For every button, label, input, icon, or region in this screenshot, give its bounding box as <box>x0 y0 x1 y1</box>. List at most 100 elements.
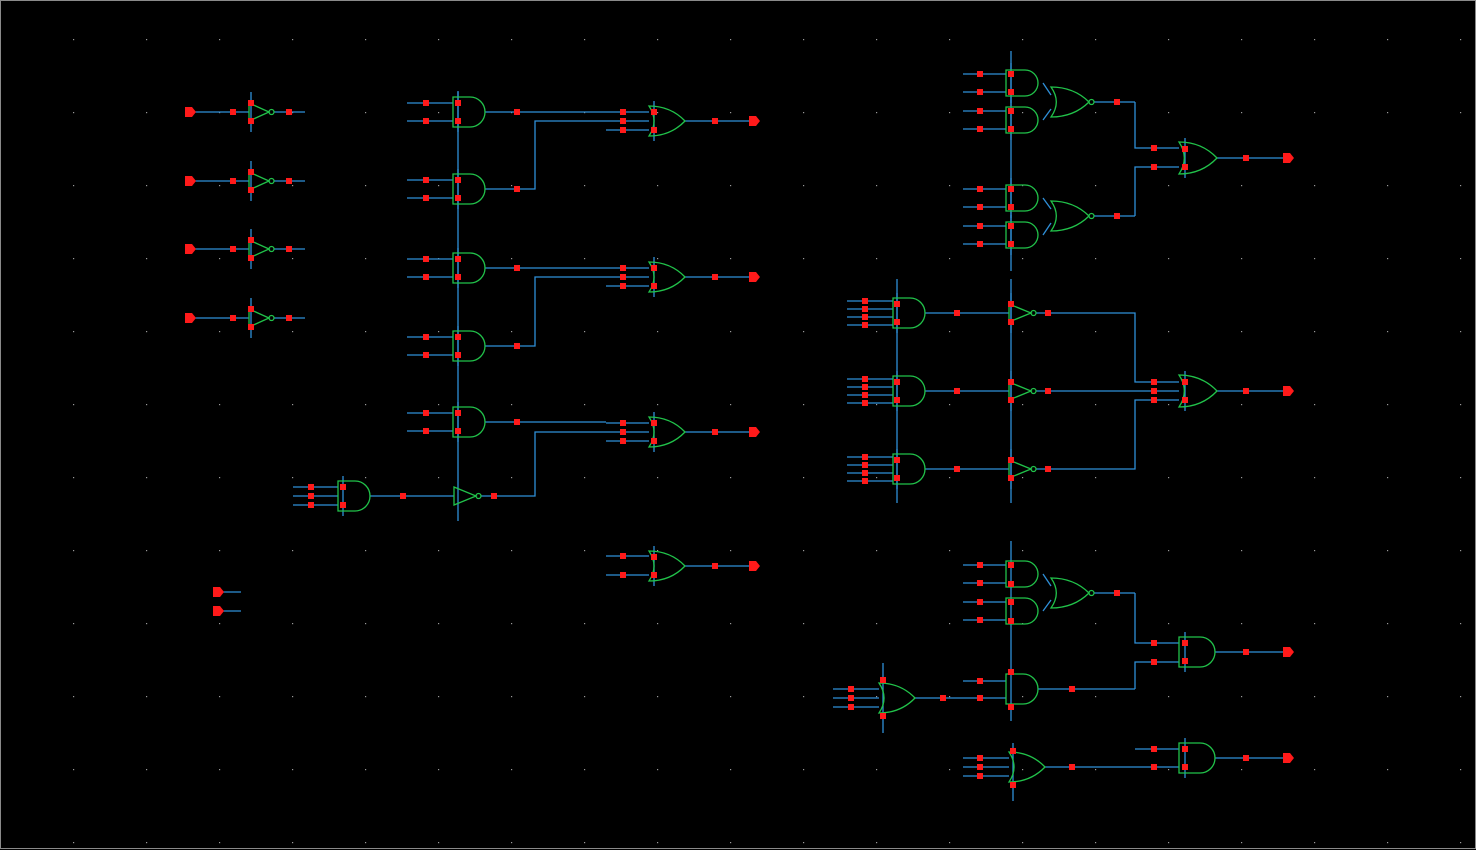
pin-dot-icon <box>248 187 254 193</box>
pin-dot-icon <box>340 502 346 508</box>
pin-dot-icon <box>455 256 461 262</box>
pin-dot-icon <box>940 695 946 701</box>
and-gate-icon <box>452 406 486 438</box>
pin-dot-icon <box>977 580 983 586</box>
pin-dot-icon <box>1008 319 1014 325</box>
and-gate-icon <box>452 252 486 284</box>
wire <box>485 120 606 190</box>
port-arrow-icon <box>749 272 760 282</box>
port-arrow-icon <box>1283 753 1294 763</box>
pin-dot-icon <box>1045 466 1051 472</box>
pin-dot-icon <box>1008 301 1014 307</box>
wire <box>485 276 606 347</box>
buffer-gate-icon <box>1008 303 1037 323</box>
or-gate-icon <box>1049 86 1095 118</box>
wire <box>1036 399 1179 470</box>
pin-dot-icon <box>1010 748 1016 754</box>
pin-dot-icon <box>977 562 983 568</box>
buffer-gate-icon <box>1008 459 1037 479</box>
pin-dot-icon <box>1008 669 1014 675</box>
pin-dot-icon <box>651 109 657 115</box>
port-arrow-icon <box>749 427 760 437</box>
pin-dot-icon <box>248 169 254 175</box>
wire <box>1042 222 1052 236</box>
or-gate-icon <box>1049 577 1095 609</box>
pin-dot-icon <box>1151 379 1157 385</box>
pin-dot-icon <box>977 126 983 132</box>
pin-dot-icon <box>1151 640 1157 646</box>
pin-dot-icon <box>712 563 718 569</box>
pin-dot-icon <box>286 315 292 321</box>
wire <box>1042 599 1052 612</box>
pin-dot-icon <box>230 246 236 252</box>
pin-dot-icon <box>651 420 657 426</box>
pin-dot-icon <box>308 493 314 499</box>
pin-dot-icon <box>862 384 868 390</box>
pin-dot-icon <box>1151 388 1157 394</box>
or-gate-icon <box>1177 141 1218 175</box>
and-gate-icon <box>892 375 926 407</box>
pin-dot-icon <box>1008 204 1014 210</box>
or-gate-icon <box>647 261 686 293</box>
pin-dot-icon <box>455 274 461 280</box>
pin-dot-icon <box>620 118 626 124</box>
pin-dot-icon <box>620 109 626 115</box>
pin-dot-icon <box>651 265 657 271</box>
pin-dot-icon <box>977 241 983 247</box>
pin-dot-icon <box>491 493 497 499</box>
pin-dot-icon <box>455 195 461 201</box>
pin-dot-icon <box>977 89 983 95</box>
pin-dot-icon <box>455 352 461 358</box>
buffer-gate-icon <box>248 101 275 123</box>
pin-dot-icon <box>1151 764 1157 770</box>
pin-dot-icon <box>286 178 292 184</box>
wire <box>1042 82 1052 96</box>
pin-dot-icon <box>1151 397 1157 403</box>
pin-dot-icon <box>455 118 461 124</box>
pin-dot-icon <box>848 704 854 710</box>
and-gate-icon <box>1005 673 1039 705</box>
and-gate-icon <box>1178 636 1216 668</box>
pin-dot-icon <box>514 109 520 115</box>
buffer-gate-icon <box>248 238 275 260</box>
pin-dot-icon <box>1008 562 1014 568</box>
pin-dot-icon <box>862 470 868 476</box>
and-gate-icon <box>892 453 926 485</box>
pin-dot-icon <box>862 392 868 398</box>
pin-dot-icon <box>1114 590 1120 596</box>
pin-dot-icon <box>286 246 292 252</box>
pin-dot-icon <box>1008 599 1014 605</box>
port-arrow-icon <box>1283 647 1294 657</box>
wire <box>1042 197 1052 210</box>
pin-dot-icon <box>248 237 254 243</box>
pin-dot-icon <box>230 109 236 115</box>
pin-dot-icon <box>977 764 983 770</box>
pin-dot-icon <box>1008 379 1014 385</box>
pin-dot-icon <box>862 462 868 468</box>
pin-dot-icon <box>455 428 461 434</box>
pin-dot-icon <box>1151 164 1157 170</box>
pin-dot-icon <box>286 109 292 115</box>
and-gate-icon <box>452 330 486 362</box>
pin-dot-icon <box>977 678 983 684</box>
wire <box>1042 573 1052 587</box>
pin-dot-icon <box>514 343 520 349</box>
pin-dot-icon <box>977 599 983 605</box>
pin-dot-icon <box>1182 146 1188 152</box>
pin-dot-icon <box>248 324 254 330</box>
pin-dot-icon <box>514 186 520 192</box>
wire <box>1134 593 1179 644</box>
port-arrow-icon <box>213 587 224 597</box>
pin-dot-icon <box>1008 397 1014 403</box>
pin-dot-icon <box>1243 755 1249 761</box>
pin-dot-icon <box>1182 397 1188 403</box>
pin-dot-icon <box>1010 782 1016 788</box>
port-arrow-icon <box>1283 153 1294 163</box>
pin-dot-icon <box>400 493 406 499</box>
pin-dot-icon <box>423 100 429 106</box>
or-gate-icon <box>1177 374 1218 408</box>
pin-dot-icon <box>1069 764 1075 770</box>
pin-dot-icon <box>1008 618 1014 624</box>
